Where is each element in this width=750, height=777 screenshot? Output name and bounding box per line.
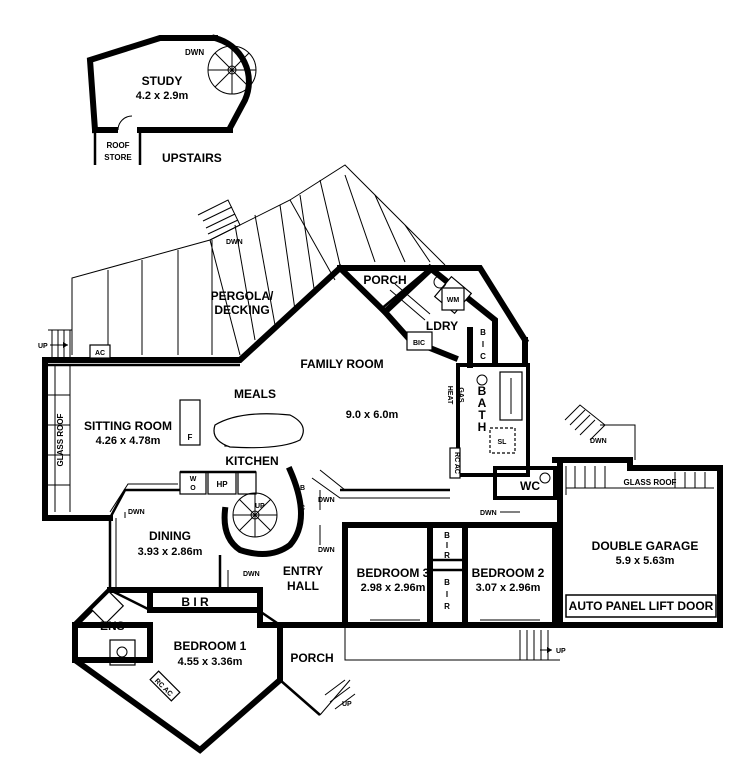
bic-stair-i: I bbox=[300, 495, 302, 502]
wm-label: WM bbox=[447, 297, 460, 304]
kitchen-label: KITCHEN bbox=[225, 454, 278, 468]
bir-mid-bottom-r: R bbox=[444, 602, 450, 611]
sl-label: SL bbox=[498, 439, 508, 446]
bir-mid-top-i: I bbox=[446, 541, 448, 550]
pergola-decking: DWN PERGOLA/ DECKING UP bbox=[38, 164, 446, 358]
bedroom2-dimensions: 3.07 x 2.96m bbox=[476, 582, 541, 594]
bir-mid-bottom-i: I bbox=[446, 590, 448, 599]
bir-mid-top-r: R bbox=[444, 551, 450, 560]
bath-label-t: T bbox=[478, 408, 486, 422]
gas-heat-label-1: GAS bbox=[457, 387, 464, 403]
gas-heat-label-2: HEAT bbox=[446, 386, 453, 405]
bedroom3-name: BEDROOM 3 bbox=[357, 566, 430, 580]
bath-label-h: H bbox=[478, 420, 487, 434]
entry-dwn-label: DWN bbox=[318, 547, 335, 554]
sitting-room-dimensions: 4.26 x 4.78m bbox=[96, 435, 161, 447]
spiral-stair-up-label: UP bbox=[255, 503, 265, 510]
porch-top-label: PORCH bbox=[363, 273, 406, 287]
pergola-label-line1: PERGOLA/ bbox=[211, 289, 274, 303]
fridge-label: F bbox=[188, 433, 193, 442]
upstairs-dwn-label: DWN bbox=[185, 48, 204, 57]
meals-label: MEALS bbox=[234, 387, 276, 401]
kitchen-dwn-label: DWN bbox=[318, 497, 335, 504]
main-walls: GLASS ROOF AC WM BIC LDRY B I C PORCH SL… bbox=[42, 263, 566, 754]
dining-dimensions: 3.93 x 2.86m bbox=[138, 546, 203, 558]
hp-label: HP bbox=[216, 480, 228, 489]
garage: GLASS ROOF DWN AUTO PANEL LIFT DOOR DOUB… bbox=[552, 404, 723, 628]
garage-stair-dwn-label: DWN bbox=[590, 438, 607, 445]
bir-mid-bottom-b: B bbox=[444, 578, 450, 587]
dining-dwn-label: DWN bbox=[128, 509, 145, 516]
bedroom1-name: BEDROOM 1 bbox=[174, 639, 247, 653]
entry-label-line1: ENTRY bbox=[283, 564, 323, 578]
entry-label-line2: HALL bbox=[287, 579, 319, 593]
bic-ldry-vertical-c: C bbox=[480, 352, 486, 361]
bedroom2-name: BEDROOM 2 bbox=[472, 566, 545, 580]
bic-stair-b: B bbox=[300, 485, 305, 492]
decking-stair-dwn-label: DWN bbox=[226, 239, 243, 246]
bic-ldry-vertical-i: I bbox=[482, 340, 484, 349]
bic-ldry-vertical-b: B bbox=[480, 328, 486, 337]
sitting-room-name: SITTING ROOM bbox=[84, 419, 172, 433]
bath-label-a: A bbox=[478, 396, 487, 410]
upstairs-title: UPSTAIRS bbox=[162, 151, 222, 165]
bedroom3-dimensions: 2.98 x 2.96m bbox=[361, 582, 426, 594]
roof-store-label-line2: STORE bbox=[104, 153, 132, 162]
garage-dimensions: 5.9 x 5.63m bbox=[616, 555, 675, 567]
glass-roof-side-label: GLASS ROOF bbox=[56, 413, 65, 466]
bath-label-b: B bbox=[478, 384, 487, 398]
bic-stair-c: C bbox=[300, 505, 305, 512]
glass-roof-garage-label: GLASS ROOF bbox=[624, 478, 677, 487]
porch-bottom-label: PORCH bbox=[290, 651, 333, 665]
roof-store-label-line1: ROOF bbox=[106, 141, 129, 150]
family-room-name: FAMILY ROOM bbox=[300, 357, 383, 371]
ldry-label: LDRY bbox=[426, 319, 458, 333]
bic-ldry-label: BIC bbox=[413, 340, 425, 347]
front-steps-up-label: UP bbox=[556, 648, 566, 655]
bir-bedroom1-label: B I R bbox=[181, 595, 209, 609]
garage-name: DOUBLE GARAGE bbox=[592, 539, 699, 553]
study-name: STUDY bbox=[142, 74, 183, 88]
side-stair-up-label: UP bbox=[38, 343, 48, 350]
wo-label-w: W bbox=[190, 476, 197, 483]
upstairs-plan: DWN STUDY 4.2 x 2.9m ROOF STORE UPSTAIRS bbox=[86, 34, 257, 165]
study-dimensions: 4.2 x 2.9m bbox=[136, 90, 189, 102]
bir-mid-top-b: B bbox=[444, 531, 450, 540]
bedroom1-dimensions: 4.55 x 3.36m bbox=[178, 656, 243, 668]
ens-label: ENS bbox=[100, 619, 125, 633]
ac-label: AC bbox=[95, 350, 105, 357]
wo-label-o: O bbox=[190, 485, 196, 492]
room-labels: FAMILY ROOM 9.0 x 6.0m MEALS KITCHEN SIT… bbox=[84, 357, 545, 668]
wc-label: WC bbox=[520, 479, 540, 493]
dining-name: DINING bbox=[149, 529, 191, 543]
porch-stair-up-label: UP bbox=[342, 701, 352, 708]
auto-door-label: AUTO PANEL LIFT DOOR bbox=[569, 599, 714, 613]
hall-dwn-label: DWN bbox=[480, 510, 497, 517]
entry-side-dwn-label: DWN bbox=[243, 571, 260, 578]
rc-ac-bath-label: RC AC bbox=[453, 452, 460, 474]
family-room-dimensions: 9.0 x 6.0m bbox=[346, 409, 399, 421]
pergola-label-line2: DECKING bbox=[214, 303, 269, 317]
